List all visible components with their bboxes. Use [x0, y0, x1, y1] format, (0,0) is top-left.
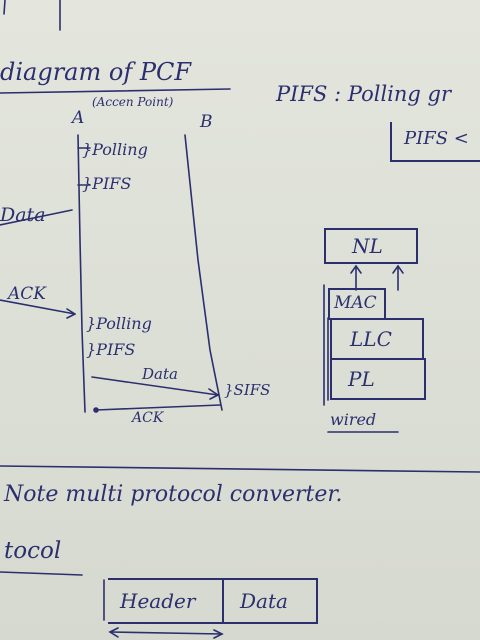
- data-in-label: Data: [0, 204, 46, 226]
- stack-layer-mac: MAC: [328, 288, 386, 320]
- polling-label: }Polling: [86, 314, 152, 333]
- data-out-label: Data: [142, 365, 178, 383]
- station-b-label: B: [200, 112, 213, 132]
- pifs-box-label: PIFS <: [404, 128, 469, 149]
- ack-in-label: ACK: [8, 284, 46, 304]
- page-divider: [0, 465, 480, 473]
- pifs-box: PIFS <: [390, 122, 480, 162]
- frame-field-data: Data: [222, 578, 318, 624]
- pifs-note: PIFS : Polling gr: [276, 82, 452, 106]
- pifs-label: }PIFS: [86, 340, 136, 359]
- stack-layer-nl: NL: [324, 228, 418, 264]
- heading-underline: [0, 571, 83, 576]
- pifs-label: }PIFS: [82, 174, 132, 193]
- ack-out-label: ACK: [132, 410, 164, 426]
- title-underline: [0, 88, 231, 94]
- top-pen-mark: [3, 0, 6, 15]
- ack-in-arrow: [0, 299, 76, 315]
- data-in-arrow: [0, 209, 73, 226]
- stack-layer-llc: LLC: [330, 318, 424, 360]
- ack-out-arrow: [95, 404, 221, 411]
- stack-side-lines: [323, 284, 329, 406]
- station-a-label: A: [72, 108, 85, 128]
- page-title: diagram of PCF: [0, 58, 192, 86]
- section-heading: tocol: [4, 538, 62, 564]
- frame-field-header: Header: [108, 578, 224, 624]
- station-a-timeline: [77, 134, 86, 413]
- polling-label: }Polling: [82, 140, 148, 159]
- data-out-arrow: [91, 376, 219, 396]
- timeline-ticks: [77, 147, 91, 186]
- sifs-label: }SIFS: [224, 381, 271, 399]
- station-b-timeline: [184, 134, 223, 411]
- note-line: Note multi protocol converter.: [4, 482, 343, 507]
- header-span-arrow: [109, 631, 223, 635]
- stack-layer-pl: PL: [330, 358, 426, 400]
- access-point-label: (Accen Point): [92, 95, 174, 109]
- stack-caption: wired: [330, 410, 377, 429]
